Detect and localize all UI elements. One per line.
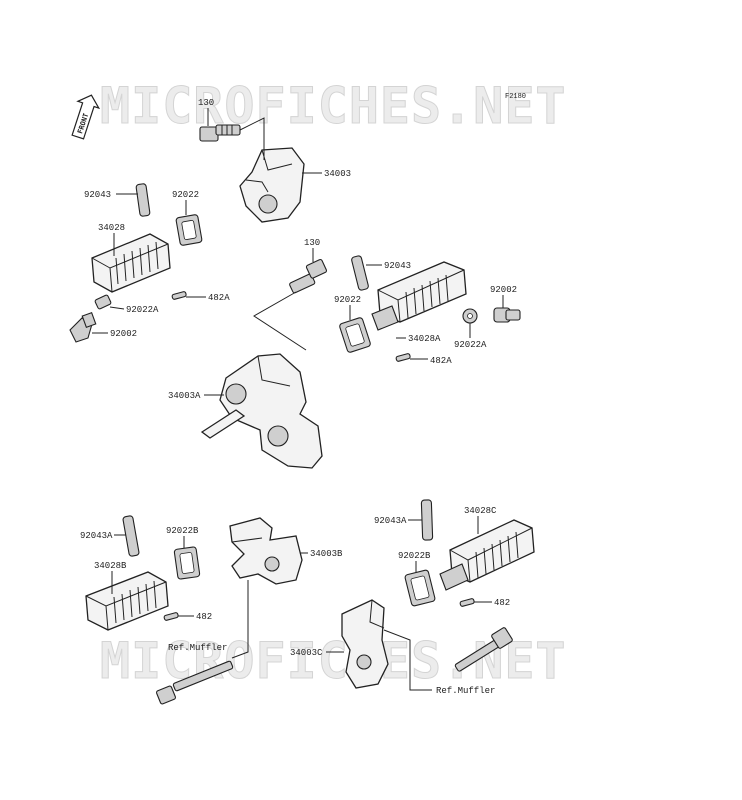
pin-92043-left (135, 183, 151, 217)
leader-34003B-bolt (231, 580, 249, 659)
label-92002-left: 92002 (110, 329, 137, 339)
footpeg-34028 (91, 233, 171, 293)
pin-92043-right (351, 255, 369, 291)
label-34028: 34028 (98, 223, 125, 233)
rubber-92022-left (175, 214, 203, 246)
label-482-left: 482 (196, 612, 212, 622)
label-482A-right: 482A (430, 356, 452, 366)
watermark-top: MICROFICHES.NET (100, 77, 567, 135)
pin-92043A-left (122, 515, 140, 557)
leader-bolt-bracket (239, 117, 265, 160)
front-arrow-icon: FRONT (71, 94, 101, 140)
cotter-482-left (163, 612, 179, 621)
label-130-top: 130 (198, 98, 214, 108)
footpeg-34028A (371, 261, 467, 331)
label-92043-right: 92043 (384, 261, 411, 271)
label-92043A-left: 92043A (80, 531, 113, 541)
bracket-34003C (341, 599, 389, 689)
label-92022A-right: 92022A (454, 340, 487, 350)
label-92022-left: 92022 (172, 190, 199, 200)
bolt-muffler-left (156, 660, 234, 705)
diagram-code: F2180 (505, 93, 526, 101)
bolt-muffler-right (454, 627, 513, 672)
leader-mid-bolt (253, 291, 307, 351)
leader-34003C-muffler (383, 629, 432, 691)
label-482A-left: 482A (208, 293, 230, 303)
washer-92022A-left (94, 294, 112, 310)
bolt-130-mid (289, 258, 328, 294)
label-34028B: 34028B (94, 561, 127, 571)
callouts: 130 34003 92043 92022 34028 482A 92022A … (80, 98, 517, 696)
stopper-92002-right (493, 307, 521, 323)
bracket-34003B (229, 517, 303, 585)
label-34003A: 34003A (168, 391, 201, 401)
label-92002-right: 92002 (490, 285, 517, 295)
bolt-130-top (199, 124, 241, 142)
label-130-mid: 130 (304, 238, 320, 248)
label-34003C: 34003C (290, 648, 323, 658)
stopper-92002-left (69, 311, 97, 343)
label-34003B: 34003B (310, 549, 343, 559)
label-34028C: 34028C (464, 506, 497, 516)
label-92022A-left: 92022A (126, 305, 159, 315)
label-92022-right: 92022 (334, 295, 361, 305)
label-92022B-right: 92022B (398, 551, 431, 561)
bracket-34003 (239, 147, 305, 223)
washer-92022A-right (462, 308, 478, 324)
cotter-482A-left (171, 291, 187, 300)
label-92043-left: 92043 (84, 190, 111, 200)
watermark-bottom: MICROFICHES.NET (100, 632, 567, 690)
rubber-92022-right (339, 317, 371, 353)
label-482-right: 482 (494, 598, 510, 608)
pin-92043A-right (420, 499, 434, 541)
label-34003: 34003 (324, 169, 351, 179)
label-34028A: 34028A (408, 334, 441, 344)
cotter-482A-right (395, 353, 411, 362)
bracket-34003A (200, 353, 323, 469)
label-92043A-right: 92043A (374, 516, 407, 526)
footpeg-34028C (439, 519, 535, 591)
footpeg-34028B (85, 571, 169, 631)
label-ref-muffler-right: Ref.Muffler (436, 686, 495, 696)
label-92022B-left: 92022B (166, 526, 199, 536)
label-ref-muffler-left: Ref.Muffler (168, 643, 227, 653)
rubber-92022B-right (404, 569, 436, 607)
rubber-92022B-left (173, 546, 201, 580)
cotter-482-right (459, 598, 475, 607)
